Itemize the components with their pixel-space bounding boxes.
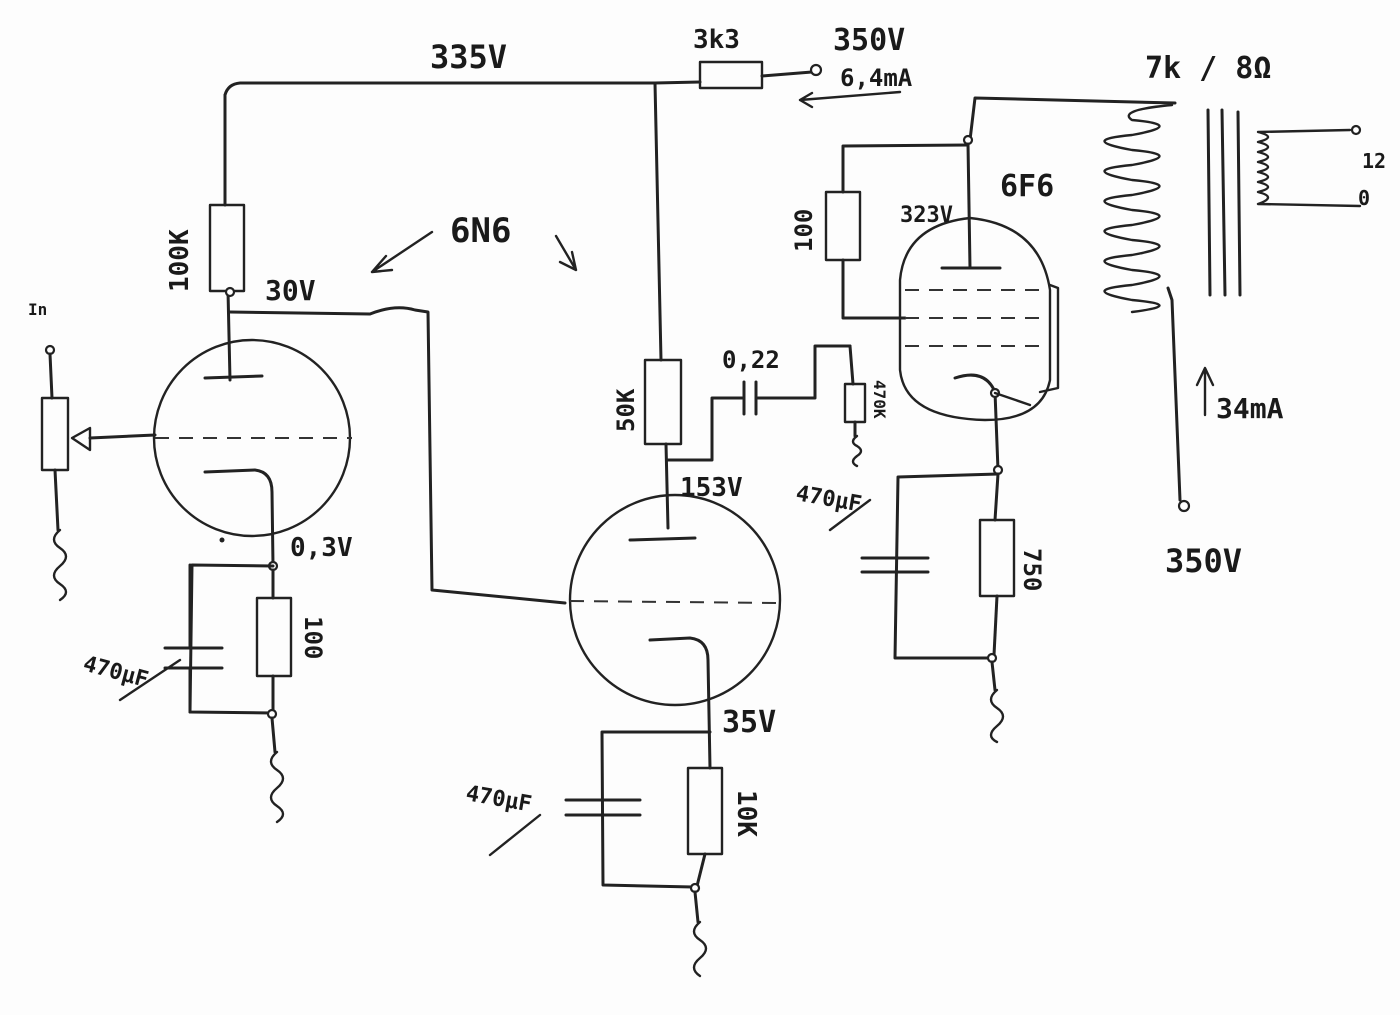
supply-terminal-bottom (1177, 499, 1191, 513)
label-750: 750 (1018, 548, 1046, 591)
label-100-stage1: 100 (299, 616, 327, 659)
label-34ma: 34mA (1216, 392, 1284, 425)
wiper-arrow-icon (70, 426, 92, 452)
resistor-750 (978, 518, 1016, 598)
speaker-terminal-12 (1350, 124, 1362, 136)
triode-2-grid (569, 600, 779, 604)
triode-2-envelope (568, 493, 782, 707)
label-0-22: 0,22 (722, 346, 780, 374)
resistor-100k (208, 203, 246, 293)
ground-symbol-1 (52, 528, 68, 602)
resistor-100-screen (824, 190, 862, 262)
resistor-3k3 (698, 60, 764, 90)
triode-2-cathode (648, 636, 712, 770)
supply-terminal-top (809, 63, 823, 77)
label-350v-top: 350V (833, 23, 905, 58)
label-470uf-2: 470µF (464, 781, 534, 817)
resistor-100-stage1 (255, 596, 293, 678)
label-153v: 153V (680, 473, 743, 503)
b-plus-rail (223, 80, 702, 97)
label-470uf-3: 470µF (794, 481, 864, 517)
label-6n6: 6N6 (450, 211, 511, 251)
label-470uf-1: 470µF (80, 652, 150, 693)
ground-symbol-3 (851, 434, 863, 468)
capacitor-470uf-1 (163, 646, 224, 670)
triode-2-plate (628, 536, 697, 542)
triode-1-cathode (203, 468, 275, 567)
arrow-to-triode-1 (370, 230, 434, 274)
label-335v: 335V (430, 38, 507, 76)
current-arrow-34ma-icon (1195, 366, 1215, 417)
volume-potentiometer (40, 396, 70, 472)
resistor-470k (843, 382, 867, 424)
resistor-10k (686, 766, 724, 856)
ground-symbol-5 (989, 688, 1005, 744)
label-6f6: 6F6 (1000, 169, 1054, 204)
label-tap-12: 12 (1362, 149, 1386, 173)
label-350v-bottom: 350V (1165, 542, 1242, 580)
ground-symbol-4 (692, 920, 708, 978)
transformer-core (1206, 108, 1242, 297)
pentode-envelope (898, 216, 1052, 422)
capacitor-470uf-2 (564, 798, 642, 817)
label-50k: 50K (612, 388, 640, 432)
label-3k3: 3k3 (693, 25, 740, 55)
current-arrow-icon (798, 90, 902, 109)
label-100-screen: 100 (790, 209, 818, 252)
label-0-3v: 0,3V (290, 533, 353, 563)
capacitor-0-22 (742, 380, 758, 416)
transformer-secondary (1256, 128, 1362, 208)
resistor-50k (643, 358, 683, 446)
triode-1-plate (203, 374, 264, 380)
primary-to-supply-wire (1166, 286, 1182, 502)
plate-wire-2 (653, 81, 663, 362)
label-6-4ma: 6,4mA (840, 64, 913, 92)
label-35v: 35V (722, 705, 776, 740)
capacitor-470uf-3 (860, 556, 930, 574)
transformer-primary (1103, 103, 1174, 314)
label-30v: 30V (265, 274, 316, 307)
label-10k: 10K (731, 790, 761, 837)
ground-symbol-2 (269, 750, 285, 824)
label-323v: 323V (900, 203, 953, 228)
label-tap-0: 0 (1358, 186, 1370, 210)
label-470k: 470K (870, 380, 889, 419)
label-100k: 100K (165, 229, 195, 292)
coupling-wire-1 (228, 306, 567, 605)
arrow-to-triode-2 (554, 234, 578, 272)
label-transformer-ratio: 7k / 8Ω (1145, 51, 1271, 86)
output-plate-wire (968, 96, 1177, 142)
label-in: In (28, 300, 47, 319)
